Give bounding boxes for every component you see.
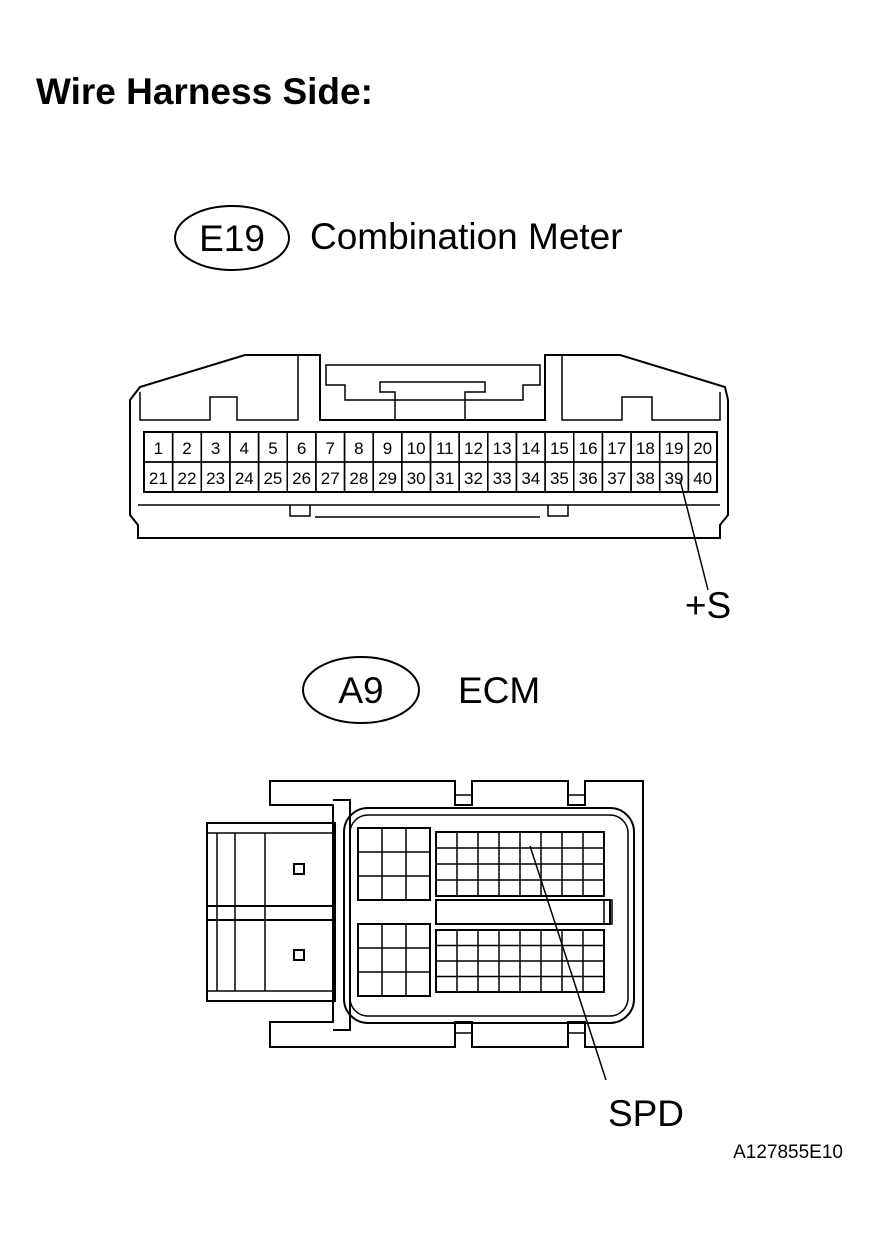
e19-pin-label: 39 <box>665 469 684 488</box>
e19-pin-label: 12 <box>464 439 483 458</box>
a9-name-label: ECM <box>458 670 540 711</box>
figure-id: A127855E10 <box>733 1142 843 1163</box>
e19-pin-label: 36 <box>579 469 598 488</box>
e19-pin-label: 10 <box>407 439 426 458</box>
e19-pin-label: 32 <box>464 469 483 488</box>
e19-pin-label: 5 <box>268 439 277 458</box>
a9-code-ellipse <box>302 656 420 724</box>
e19-pin-label: 26 <box>292 469 311 488</box>
e19-pin-label: 24 <box>235 469 254 488</box>
a9-callout-label: SPD <box>608 1093 684 1134</box>
e19-pin-label: 17 <box>607 439 626 458</box>
a9-cavity-block <box>357 923 431 997</box>
e19-pin-label: 33 <box>493 469 512 488</box>
e19-pin-label: 13 <box>493 439 512 458</box>
e19-code-label: E19 <box>199 218 265 259</box>
e19-pin-label: 29 <box>378 469 397 488</box>
page-heading: Wire Harness Side: <box>36 71 373 112</box>
e19-pin-label: 8 <box>354 439 363 458</box>
e19-pin-label: 11 <box>436 439 454 458</box>
e19-code-ellipse <box>174 205 290 271</box>
a9-connector-body <box>206 780 644 1048</box>
e19-pin-label: 25 <box>263 469 282 488</box>
e19-pin-label: 28 <box>349 469 368 488</box>
e19-pin-label: 31 <box>435 469 454 488</box>
e19-pin-label: 6 <box>297 439 306 458</box>
a9-code-label: A9 <box>338 670 383 711</box>
e19-pin-label: 23 <box>206 469 225 488</box>
e19-name-label: Combination Meter <box>310 216 623 257</box>
e19-pin-label: 4 <box>240 439 249 458</box>
e19-pin-label: 37 <box>607 469 626 488</box>
e19-pin-label: 1 <box>154 439 163 458</box>
e19-pin-label: 15 <box>550 439 569 458</box>
e19-pin-label: 35 <box>550 469 569 488</box>
e19-pin-label: 19 <box>665 439 684 458</box>
e19-callout-label: +S <box>685 585 731 626</box>
e19-pin-cell <box>687 461 718 493</box>
e19-pin-label: 14 <box>521 439 540 458</box>
e19-pin-label: 27 <box>321 469 340 488</box>
e19-pin-label: 22 <box>178 469 197 488</box>
e19-pin-label: 16 <box>579 439 598 458</box>
e19-pin-label: 7 <box>325 439 334 458</box>
e19-pin-label: 18 <box>636 439 655 458</box>
e19-pin-label: 40 <box>693 469 712 488</box>
connector-a9: A9 ECM <box>206 656 684 1134</box>
e19-pin-label: 3 <box>211 439 220 458</box>
a9-cavity-block <box>357 827 431 901</box>
e19-pin-label: 20 <box>693 439 712 458</box>
a9-pin-grid <box>357 827 605 997</box>
a9-callout-leader <box>529 845 607 1081</box>
e19-pin-label: 34 <box>521 469 540 488</box>
e19-callout-leader <box>679 479 709 591</box>
e19-pin-label: 30 <box>407 469 426 488</box>
e19-pin-label: 21 <box>149 469 168 488</box>
e19-pin-label: 2 <box>182 439 191 458</box>
e19-connector-body <box>129 354 729 539</box>
e19-pin-label: 38 <box>636 469 655 488</box>
e19-pin-label: 9 <box>383 439 392 458</box>
